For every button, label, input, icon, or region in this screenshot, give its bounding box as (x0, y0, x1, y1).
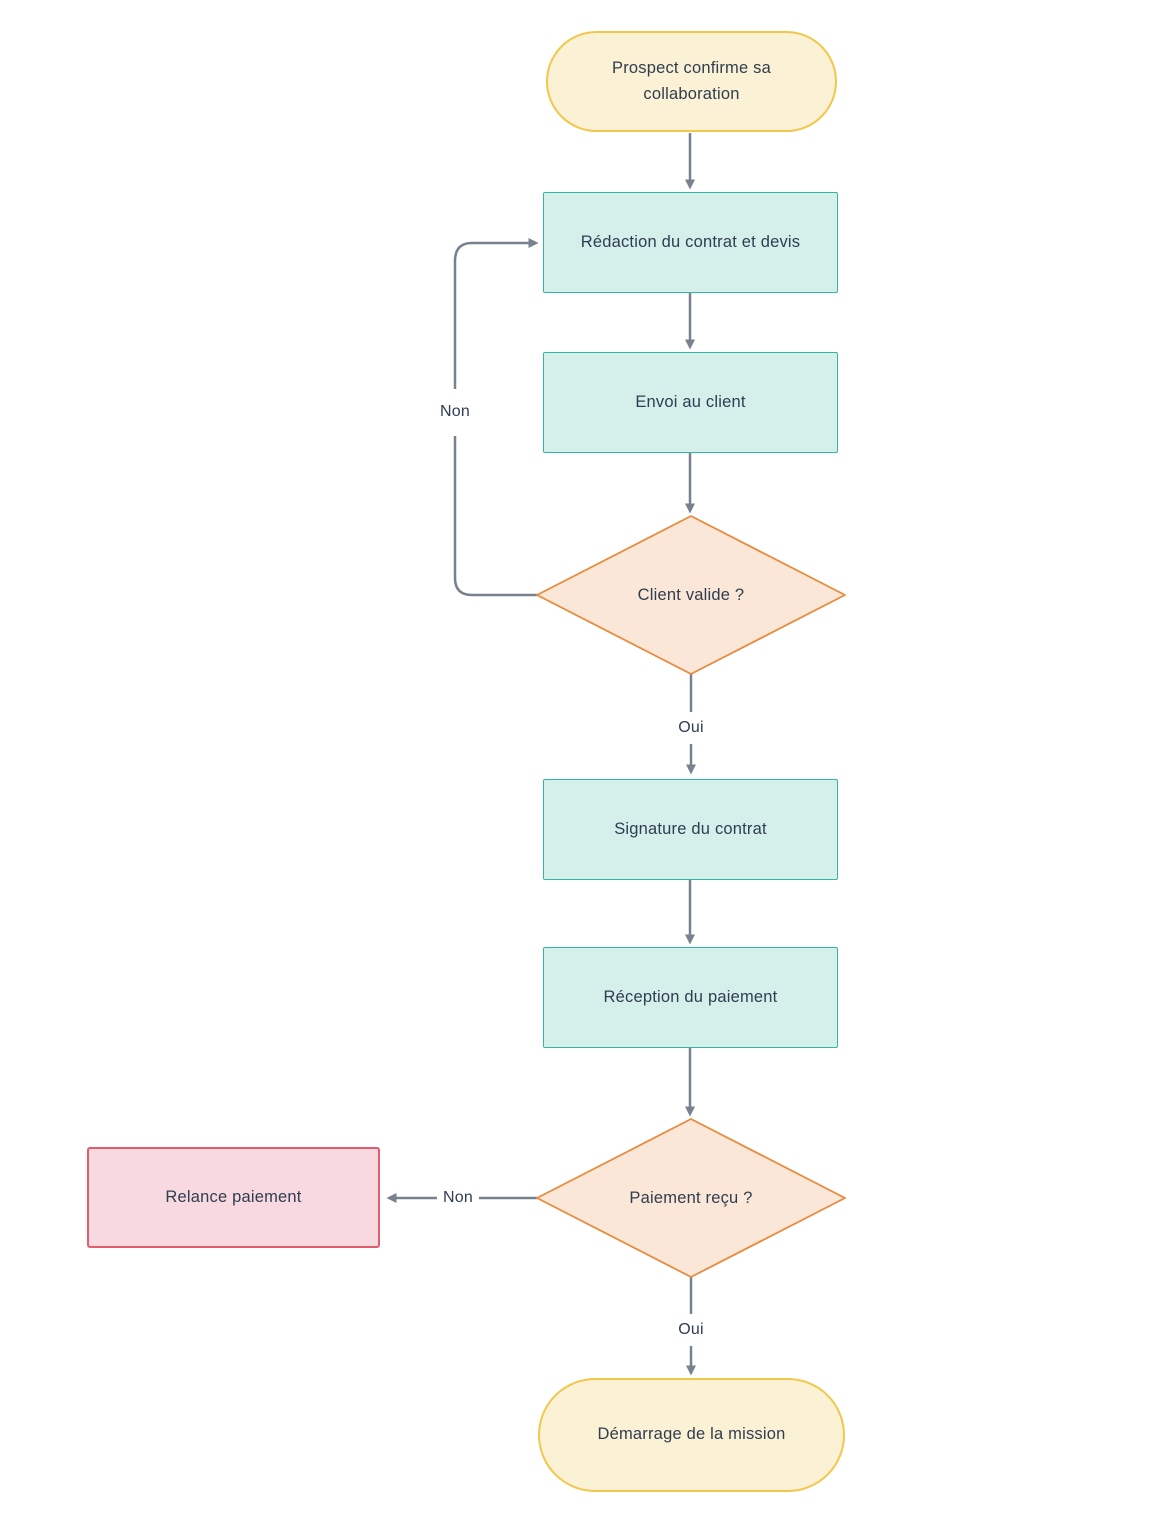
edge-label-non-client: Non (437, 402, 473, 422)
edge-label-oui-paiement: Oui (675, 1320, 707, 1340)
node-envoi-client-label: Envoi au client (635, 392, 746, 411)
node-demarrage-mission-label: Démarrage de la mission (597, 1425, 786, 1444)
client-valide-text: Client valide ? (637, 585, 745, 604)
edge-label-oui-client: Oui (675, 718, 707, 738)
node-redaction-contrat: Rédaction du contrat et devis (543, 192, 838, 293)
decision-client-valide-shape (536, 515, 846, 675)
node-signature-contrat-label: Signature du contrat (614, 819, 767, 838)
node-start-prospect: Prospect confirme sa collaboration (546, 31, 837, 132)
node-paiement-recu-label: Paiement reçu ? (541, 1178, 841, 1218)
node-reception-paiement: Réception du paiement (543, 947, 838, 1048)
node-reception-paiement-label: Réception du paiement (603, 987, 778, 1006)
node-client-valide-label: Client valide ? (541, 575, 841, 615)
node-signature-contrat: Signature du contrat (543, 779, 838, 880)
edge-valide-non-lower (453, 436, 537, 597)
decision-paiement-recu-shape (536, 1118, 846, 1278)
node-relance-paiement: Relance paiement (87, 1147, 380, 1248)
node-demarrage-mission: Démarrage de la mission (538, 1378, 845, 1492)
edge-valide-non-upper (453, 238, 539, 389)
node-envoi-client: Envoi au client (543, 352, 838, 453)
node-start-prospect-label: Prospect confirme sa collaboration (612, 58, 771, 103)
node-relance-paiement-label: Relance paiement (165, 1187, 302, 1206)
node-redaction-contrat-label: Rédaction du contrat et devis (580, 232, 801, 251)
edge-label-non-paiement: Non (440, 1188, 476, 1208)
paiement-recu-text: Paiement reçu ? (629, 1188, 753, 1207)
